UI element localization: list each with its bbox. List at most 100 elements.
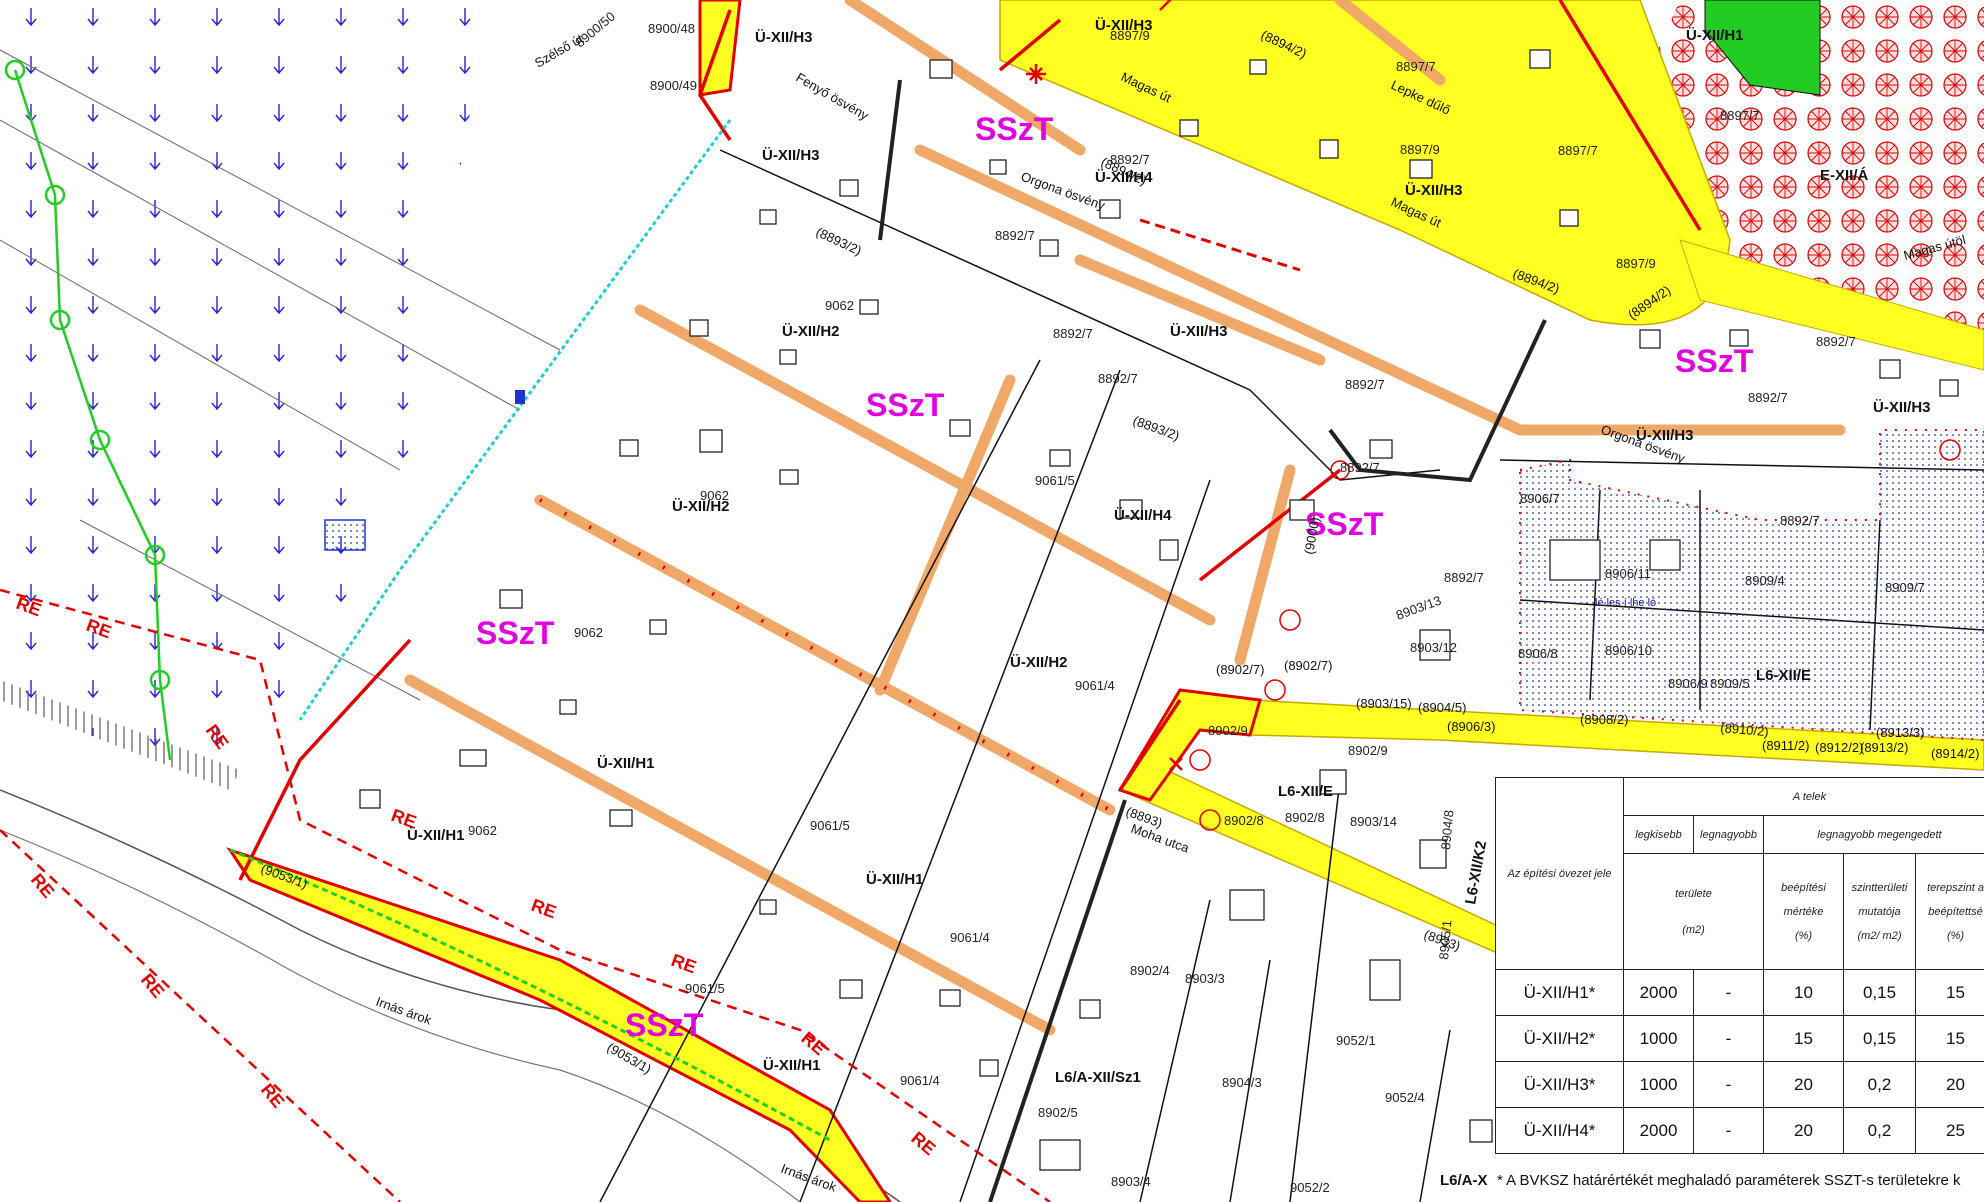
parcel-label: 8892/7: [995, 228, 1035, 243]
zone-label: L6/A-XII/Sz1: [1055, 1069, 1141, 1086]
zone-label: Ü-XII/H1: [407, 827, 465, 844]
parcel-label: 8906/7: [1520, 491, 1560, 506]
parcel-label: 8909/7: [1885, 580, 1925, 595]
ssz-label: SSzT: [1675, 343, 1754, 379]
row-zone: Ü-XII/H2*: [1495, 1015, 1624, 1062]
parcel-label: 8892/7: [1053, 326, 1093, 341]
road-label: (8902/7): [1284, 658, 1332, 673]
parcel-label: 8906/8: [1518, 646, 1558, 661]
parcel-label: 8897/9: [1616, 256, 1656, 271]
road-label: (8910/2): [1720, 720, 1770, 739]
parcel-label: 8902/8: [1224, 813, 1264, 828]
re-label: RE: [907, 1128, 939, 1159]
parcel-label: 8892/7: [1110, 152, 1150, 167]
zone-label: Ü-XII/H3: [1873, 399, 1931, 416]
road-label: (8908/2): [1580, 712, 1628, 727]
zone-label: L6/A-X: [1440, 1172, 1488, 1189]
max-header: legnagyobb: [1693, 815, 1764, 854]
parcel-label: 8892/7: [1816, 334, 1856, 349]
row-build: 20: [1763, 1107, 1844, 1154]
zone-label: Ü-XII/H1: [597, 755, 655, 772]
row-build: 10: [1763, 969, 1844, 1016]
zone-label: Ü-XII/H2: [782, 323, 840, 340]
re-label: RE: [137, 970, 168, 1002]
parcel-label: 8902/5: [1038, 1105, 1078, 1120]
road-label: (8913/2): [1860, 740, 1908, 755]
re-label: RE: [27, 870, 58, 902]
table-footnote: * A BVKSZ határértékét meghaladó paramét…: [1497, 1172, 1961, 1189]
zone-label: E-XII/Á: [1820, 167, 1869, 184]
zone-label: L6-XII/E: [1756, 667, 1811, 684]
parcel-label: 9062: [468, 823, 497, 838]
ditch: [878, 79, 1547, 483]
row-zone: Ü-XII/H4*: [1495, 1107, 1624, 1154]
zone-label: Ü-XII/H3: [1170, 323, 1228, 340]
road-label: (8913/3): [1876, 725, 1924, 740]
zone-label: Ü-XII/H4: [1114, 507, 1172, 524]
ssz-label: SSzT: [975, 111, 1054, 147]
zone-label: Ü-XII/H4: [1095, 169, 1153, 186]
river-line: [0, 789, 901, 1202]
parcel-label: 9062: [574, 625, 603, 640]
road-label: (8903/15): [1356, 696, 1412, 711]
row-zone: Ü-XII/H1*: [1495, 969, 1624, 1016]
parcel-label: 8904/8: [1438, 809, 1456, 850]
re-label: RE: [257, 1080, 288, 1112]
zone-col-header: Az építési övezet jele: [1495, 777, 1624, 970]
parcel-label: 8902/9: [1348, 743, 1388, 758]
zone-label: Ü-XII/H2: [672, 498, 730, 515]
road-label: (8911/2): [1762, 738, 1809, 753]
row-min: 2000: [1623, 1107, 1694, 1154]
zone-label: Ü-XII/H1: [866, 871, 924, 888]
re-label: RE: [797, 1028, 829, 1059]
road-label: (9000): [1301, 516, 1322, 556]
area-header: területe(m2): [1623, 853, 1764, 970]
re-label: RE: [669, 950, 699, 977]
parcel-label: 9061/5: [810, 818, 850, 833]
road-label: (8893/2): [1131, 413, 1182, 444]
road-label: (8912/2): [1815, 740, 1863, 755]
road-magas-ut: [999, 0, 1731, 326]
row-max: -: [1693, 1107, 1764, 1154]
zone-label: Ü-XII/H3: [1636, 427, 1694, 444]
road-label: (8902/7): [1216, 662, 1264, 677]
row-min: 2000: [1623, 969, 1694, 1016]
parcel-label: 9061/5: [1035, 473, 1075, 488]
parcel-label: 8900/49: [650, 78, 697, 93]
parcel-label: 8897/9: [1110, 28, 1150, 43]
row-zone: Ü-XII/H3*: [1495, 1061, 1624, 1108]
parcel-label: 8906/9: [1668, 676, 1708, 691]
max-allowed-header: legnagyobb megengedett: [1762, 815, 1984, 854]
parcel-label: 8892/7: [1444, 570, 1484, 585]
place-note: lé les í lhe ló: [1595, 597, 1656, 609]
road-label: (8893/2): [814, 224, 864, 258]
zone-label: Ü-XII/H1: [763, 1057, 821, 1074]
parcel-label: 8892/7: [1345, 377, 1385, 392]
parcel-label: 9062: [825, 298, 854, 313]
zone-label: Ü-XII/H3: [755, 29, 813, 46]
ssz-label: SSzT: [476, 615, 555, 651]
parcel-label: 8892/7: [1780, 513, 1820, 528]
zone-label: Ü-XII/H3: [1405, 182, 1463, 199]
street-label: Fenyő ösvény: [794, 70, 872, 124]
row-floor: 0,2: [1843, 1061, 1916, 1108]
row-min: 1000: [1623, 1061, 1694, 1108]
parcel-label: 8903/12: [1410, 640, 1457, 655]
ssz-label: SSzT: [625, 1007, 704, 1043]
row-floor: 0,15: [1843, 1015, 1916, 1062]
wetland-area: [0, 0, 490, 760]
parcel-label: 8903/4: [1111, 1174, 1151, 1189]
row-terrain: 20: [1914, 1061, 1984, 1108]
parcel-label: 8897/7: [1558, 143, 1598, 158]
telek-header: A telek: [1622, 777, 1984, 816]
parcel-label: 9062: [700, 488, 729, 503]
parcel-label: 8902/9: [1208, 723, 1248, 738]
road-label: (8914/2): [1931, 746, 1979, 761]
hatched-strip: [0, 680, 240, 790]
parcel-label: 9052/1: [1336, 1033, 1376, 1048]
row-terrain: 15: [1914, 969, 1984, 1016]
river-line: [0, 829, 801, 1202]
zone-label: Ü-XII/H3: [1095, 17, 1153, 34]
